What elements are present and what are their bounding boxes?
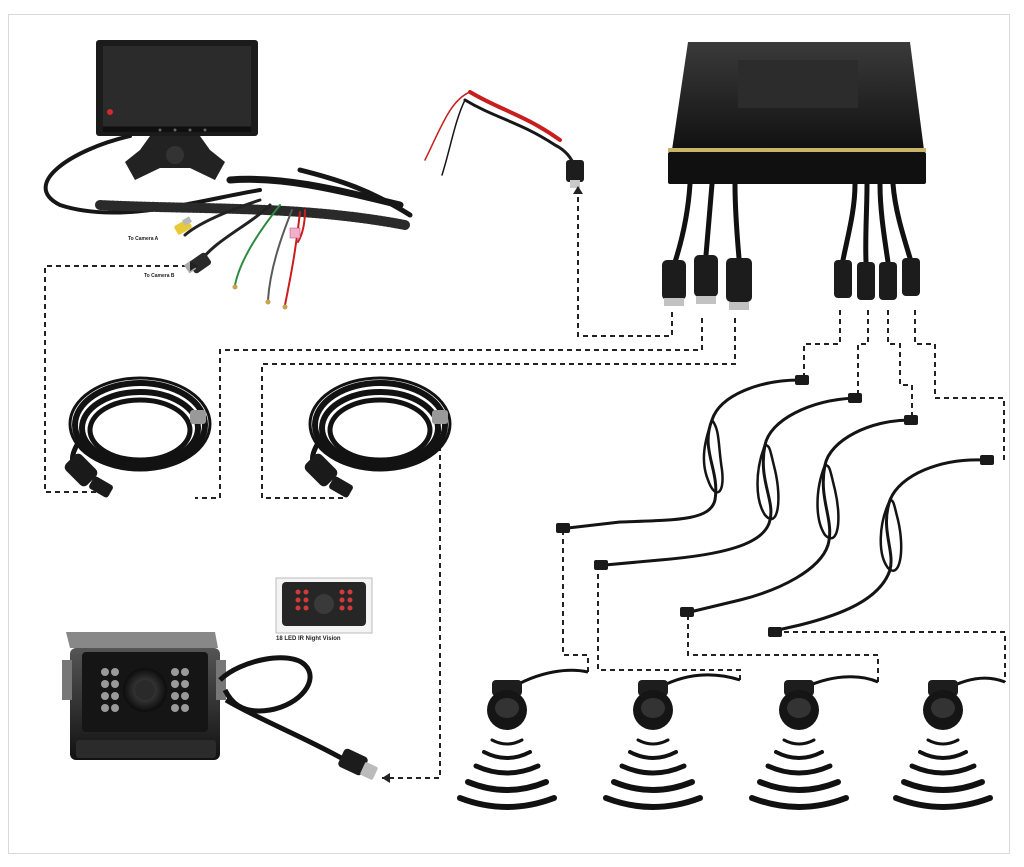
parking-sensor-2	[633, 673, 741, 730]
ir-inset	[275, 577, 373, 634]
parking-sensor-4	[923, 676, 1006, 730]
label-ir-night-vision: 18 LED IR Night Vision	[276, 636, 341, 642]
control-box	[662, 42, 926, 310]
link-port6	[887, 310, 913, 418]
monitor	[96, 40, 258, 180]
box-camera-ports	[662, 255, 752, 310]
arrow-to-monitor-icon	[190, 261, 198, 271]
extension-cable-1	[64, 376, 212, 498]
ir-leds	[101, 668, 189, 712]
wave-arcs-1	[457, 738, 557, 810]
link-box-to-extension2	[261, 318, 736, 499]
box-sensor-ports	[834, 258, 920, 300]
link-box-to-extension1	[195, 318, 703, 499]
link-port7	[914, 310, 1005, 462]
label-camera-b: To Camera B	[144, 273, 175, 279]
link-port5	[857, 310, 869, 393]
link-sensor2	[597, 565, 741, 680]
label-camera-a: To Camera A	[128, 236, 159, 242]
wave-arcs-4	[893, 738, 993, 810]
link-sensor1	[562, 530, 589, 672]
parking-sensor-3	[779, 675, 879, 730]
wave-arcs-3	[749, 738, 849, 810]
link-extension2-to-camera	[382, 428, 441, 779]
power-cable	[424, 90, 584, 188]
link-sensor3	[687, 615, 879, 682]
link-power-to-box	[577, 188, 673, 337]
rca-connector	[174, 216, 192, 235]
monitor-screen	[103, 46, 251, 126]
rear-camera	[62, 632, 378, 780]
parking-sensor-1	[487, 668, 589, 730]
monitor-harness	[43, 134, 413, 310]
extension-cable-2	[304, 376, 452, 498]
link-sensor4	[775, 631, 1006, 682]
sensor-wave-arcs	[457, 738, 993, 810]
arrow-heads	[190, 186, 583, 783]
wave-arcs-2	[603, 738, 703, 810]
arrow-to-power-icon	[573, 186, 583, 194]
dashed-connections	[44, 188, 1006, 779]
arrow-to-camera-icon	[382, 773, 390, 783]
sensor-extension-cables	[556, 375, 994, 637]
aviation-connector-b	[183, 252, 212, 274]
box-accent-band	[668, 148, 926, 152]
link-extension1-to-monitor	[44, 265, 190, 493]
link-port4	[803, 310, 841, 380]
